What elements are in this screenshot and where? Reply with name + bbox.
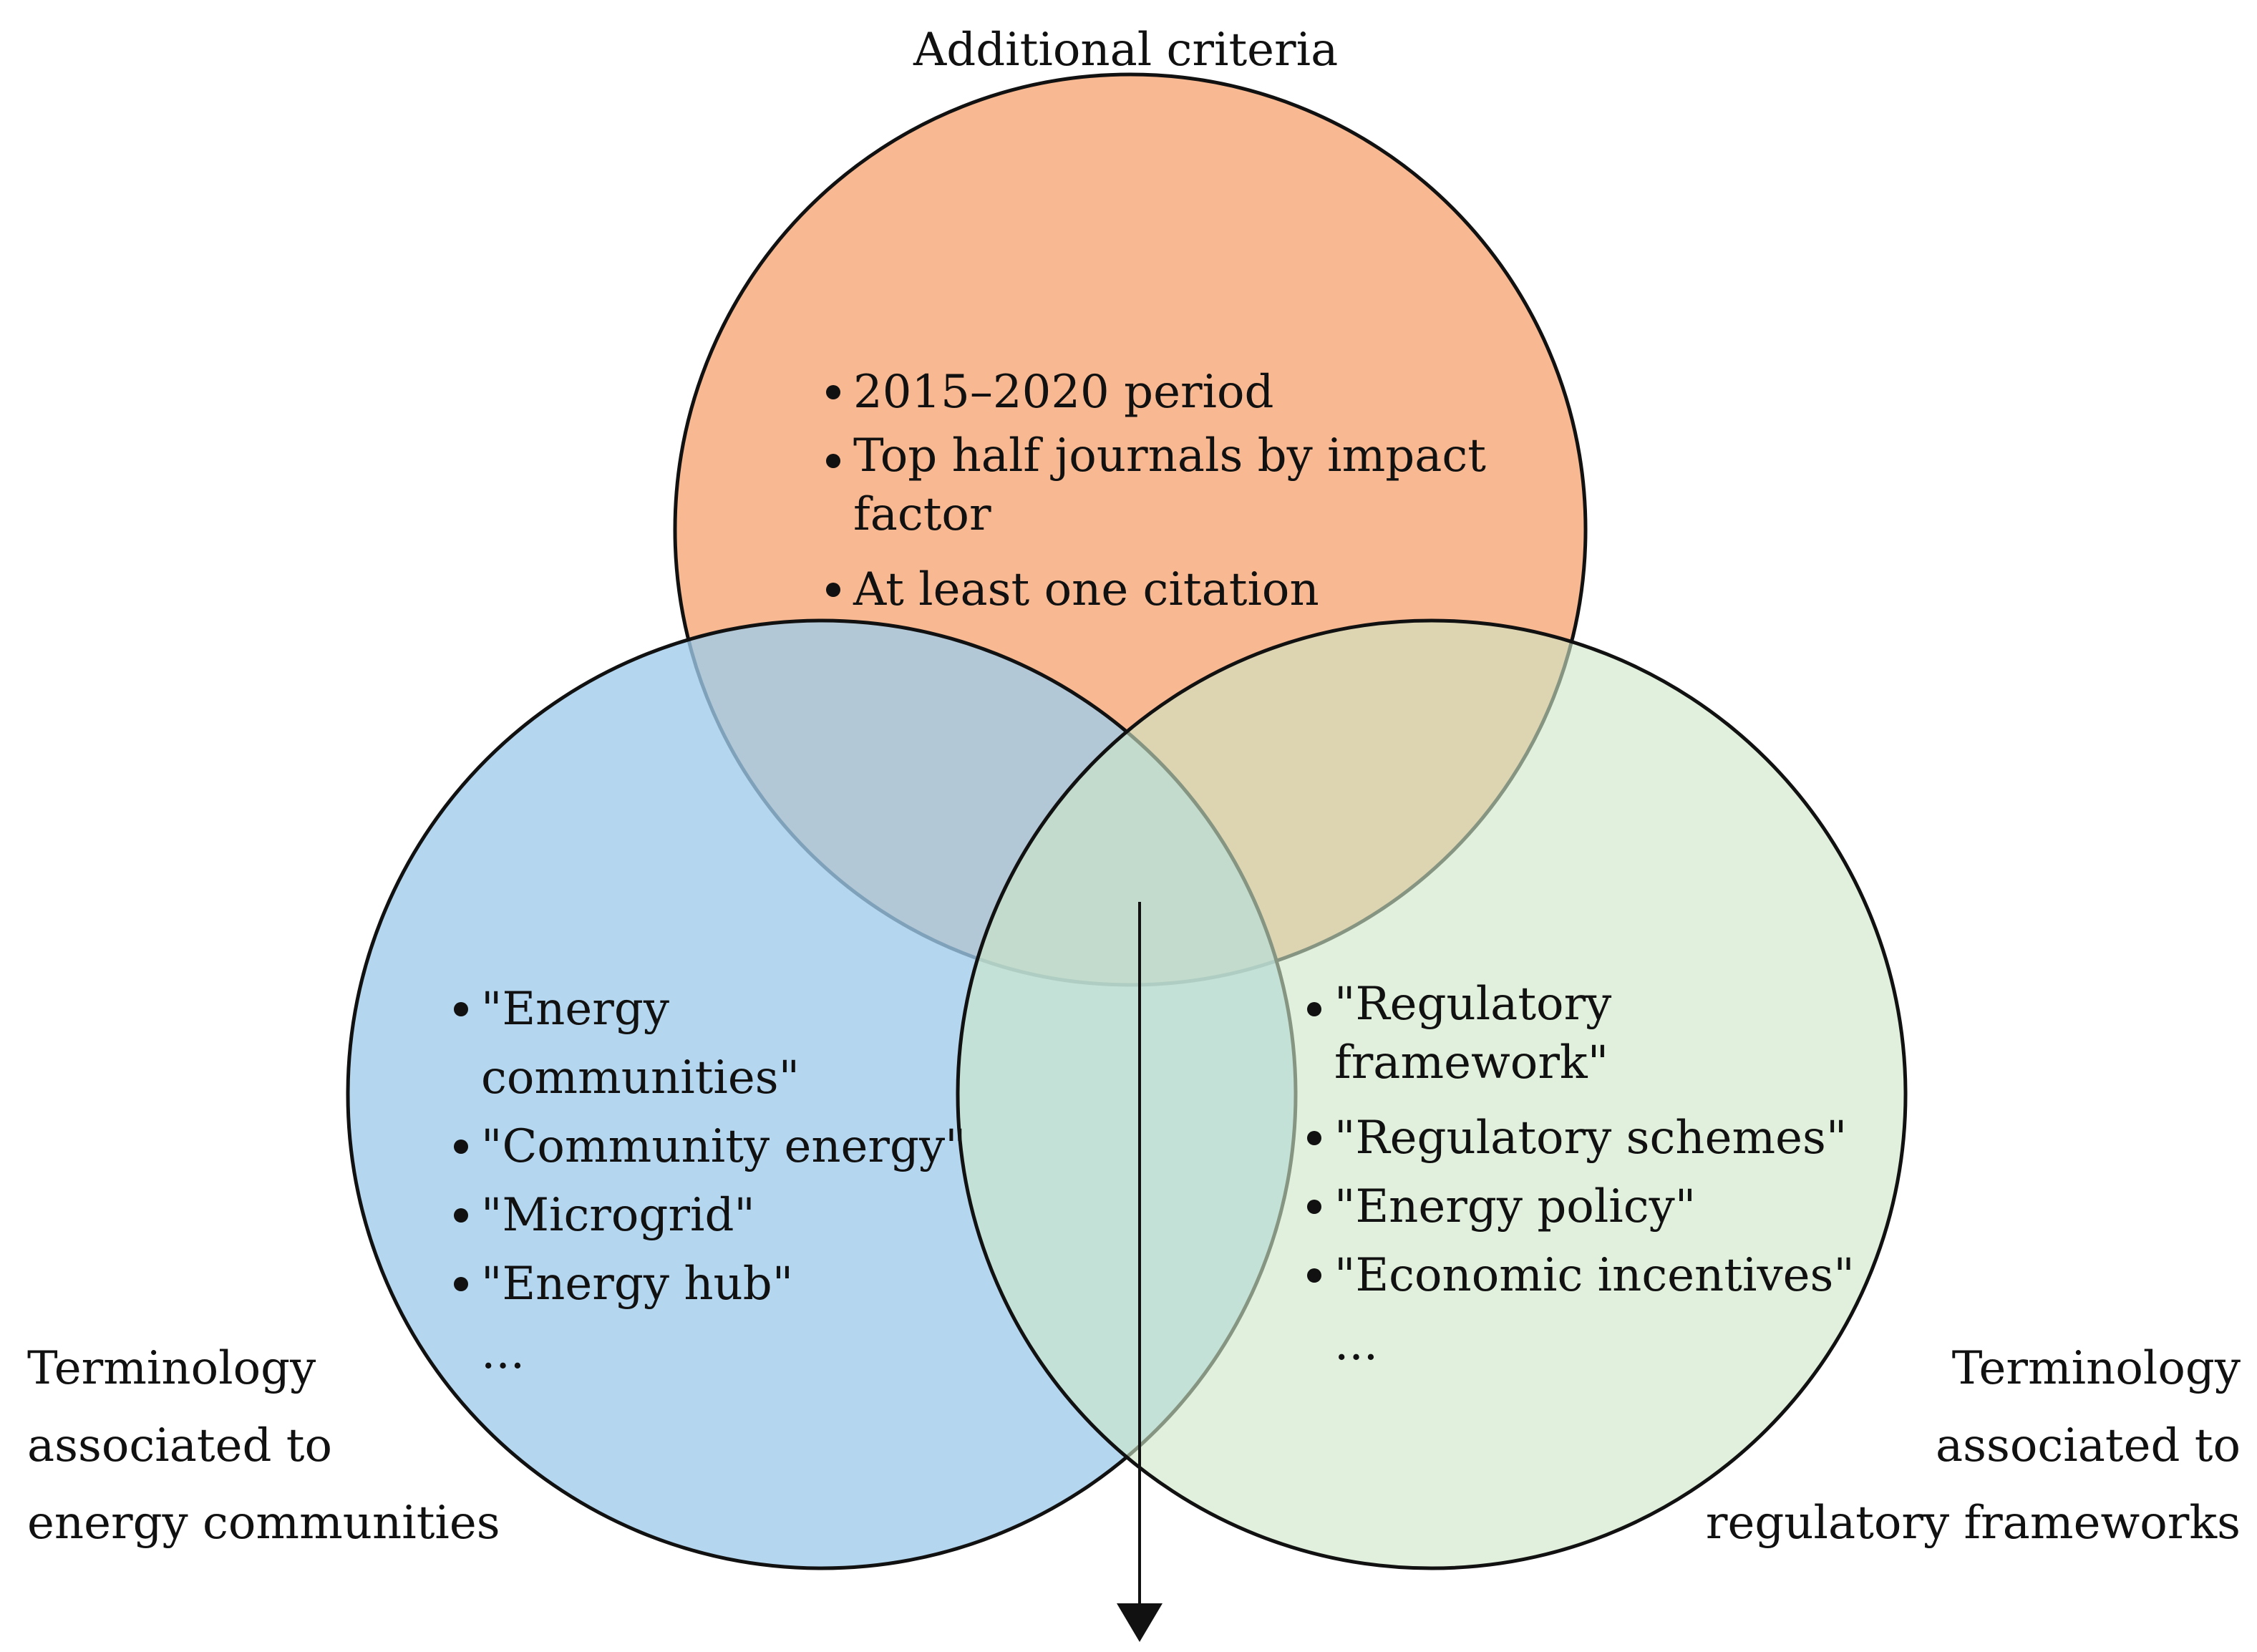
- regulatory-ellipsis: ...: [1334, 1318, 1379, 1371]
- regulatory-frameworks-circle: [956, 618, 1908, 1570]
- energy-community-ellipsis: ...: [481, 1326, 525, 1379]
- energy-communities-label: Terminology associated to energy communi…: [27, 1342, 500, 1550]
- energy-community-term: "Community energy": [451, 1112, 995, 1181]
- regulatory-term: "Economic incentives": [1304, 1241, 1870, 1310]
- additional-criteria-title: Additional criteria: [913, 24, 1339, 77]
- criteria-item: Top half journals by impact factor: [823, 427, 1489, 544]
- regulatory-frameworks-label: Terminology associated to regulatory fra…: [1705, 1342, 2241, 1550]
- intersection-arrow-head: [1117, 1603, 1163, 1642]
- criteria-item: 2015–2020 period: [823, 358, 1489, 427]
- additional-criteria-list: 2015–2020 period Top half journals by im…: [823, 358, 1489, 624]
- energy-community-term: "Energy communities": [451, 975, 995, 1112]
- regulatory-term: "Regulatory framework": [1304, 975, 1870, 1092]
- energy-community-term: "Energy hub": [451, 1250, 995, 1318]
- regulatory-term: "Regulatory schemes": [1304, 1104, 1870, 1172]
- regulatory-frameworks-list: "Regulatory framework" "Regulatory schem…: [1304, 975, 1870, 1379]
- regulatory-term: "Energy policy": [1304, 1172, 1870, 1241]
- energy-community-term: "Microgrid": [451, 1181, 995, 1250]
- energy-communities-list: "Energy communities" "Community energy" …: [451, 975, 995, 1387]
- criteria-item: At least one citation: [823, 555, 1489, 624]
